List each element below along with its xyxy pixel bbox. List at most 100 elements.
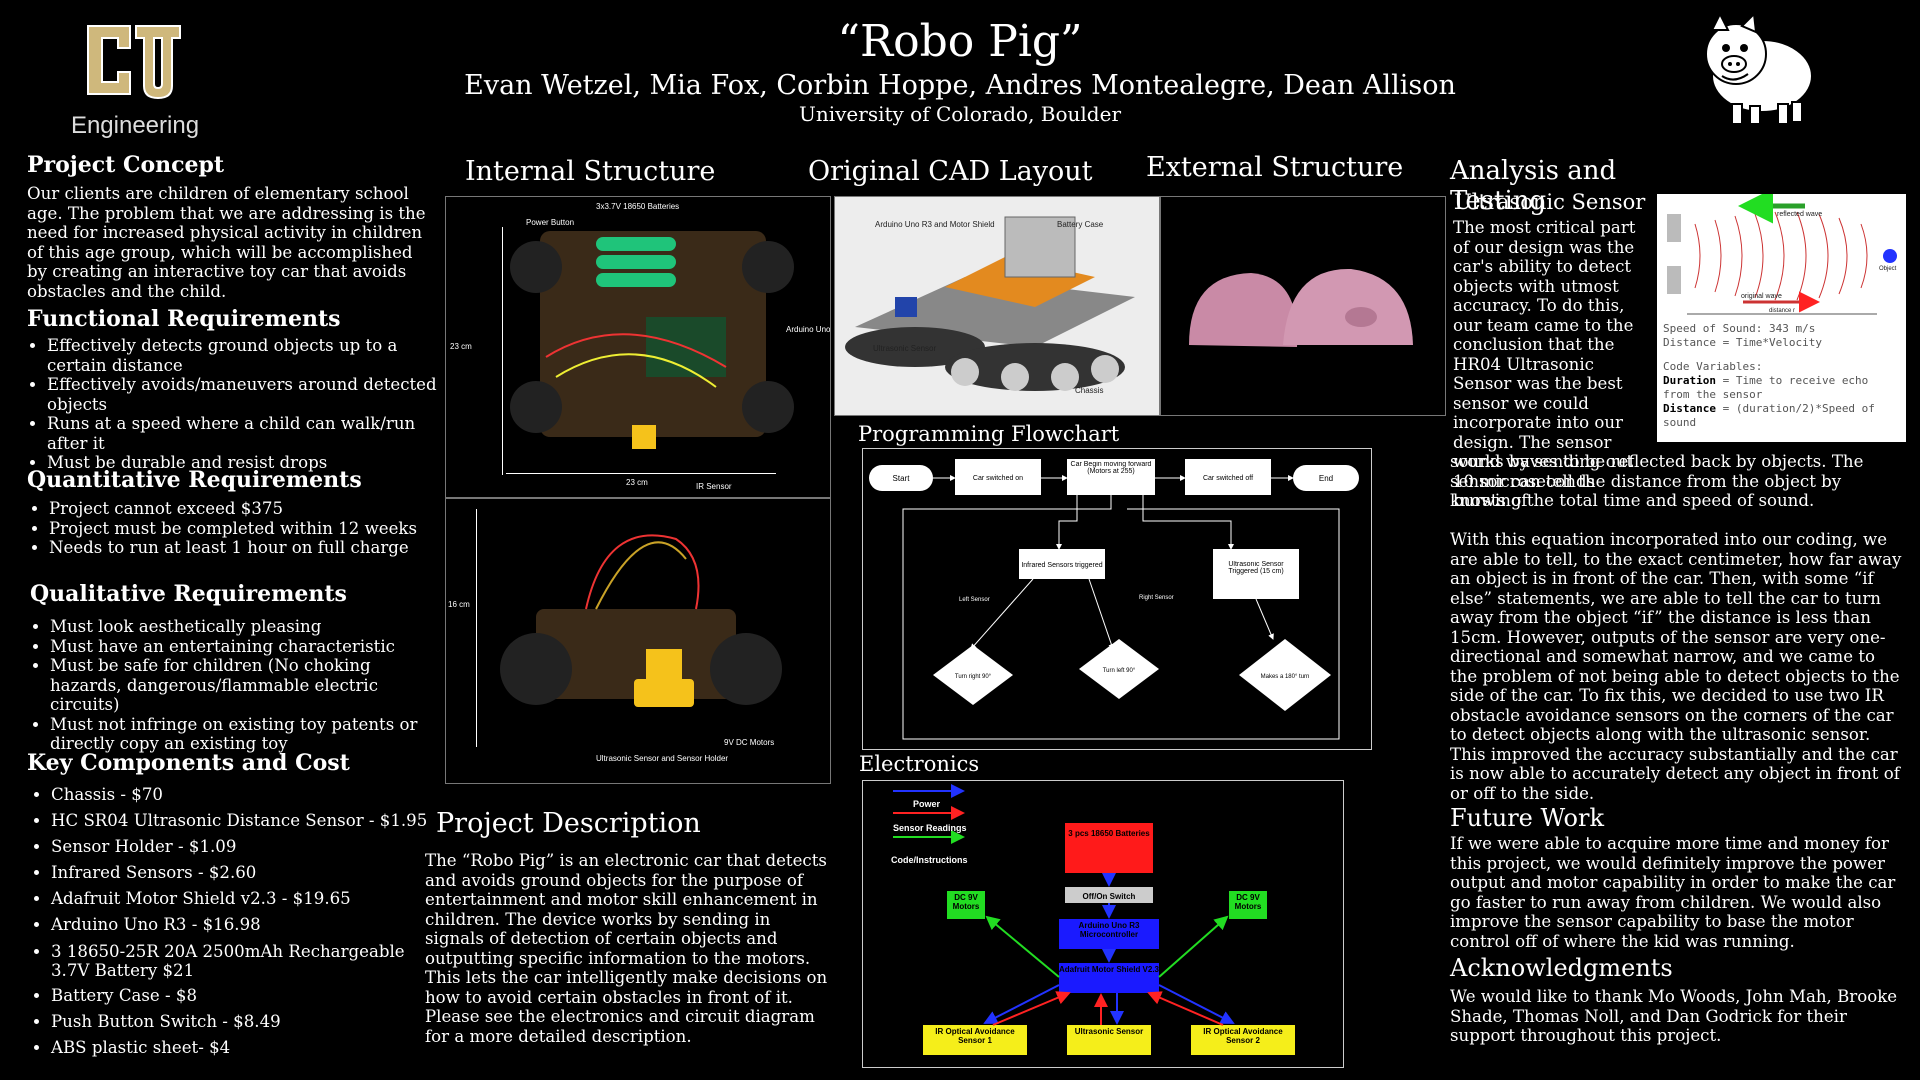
list-item: HC SR04 Ultrasonic Distance Sensor - $1.…: [51, 808, 437, 834]
concept-section: Project Concept Our clients are children…: [27, 152, 427, 301]
label-cad-arduino: Arduino Uno R3 and Motor Shield: [875, 220, 995, 229]
code-variables-label: Code Variables:: [1663, 360, 1763, 373]
list-item: Must be durable and resist drops: [47, 453, 437, 473]
analysis-text-narrow: The most critical part of our design was…: [1453, 218, 1636, 510]
list-item: Must not infringe on existing toy patent…: [50, 715, 440, 754]
label-original-wave: original wave: [1741, 293, 1782, 300]
analysis-subheading: Ultrasonic Sensor: [1454, 190, 1646, 214]
duration-value: = Time to receive echo from the sensor: [1663, 374, 1869, 401]
block-shield: Adafruit Motor Shield V2.3: [1059, 965, 1159, 974]
ultrasonic-diagram: reflected wave original wave distance r …: [1657, 194, 1906, 442]
ack-text: We would like to thank Mo Woods, John Ma…: [1450, 987, 1898, 1045]
flowchart-diagram: Start Car switched on Car Begin moving f…: [862, 448, 1372, 750]
flow-end: End: [1319, 474, 1333, 483]
analysis-heading: Analysis and Testing: [1450, 156, 1617, 216]
list-item: Arduino Uno R3 - $16.98: [51, 912, 437, 938]
label-distance-r: distance r: [1769, 308, 1795, 314]
university-logo: Engineering: [60, 12, 210, 142]
label-dimension-vertical: 23 cm: [450, 342, 472, 351]
label-cad-ultrasonic: Ultrasonic Sensor: [873, 344, 936, 353]
internal-top-photo: Power Button 3x3.7V 18650 Batteries Ardu…: [445, 196, 893, 498]
duration-definition: Duration = Time to receive echo from the…: [1663, 374, 1900, 402]
label-cad-battery: Battery Case: [1057, 220, 1104, 229]
logo-text: Engineering: [70, 112, 200, 139]
block-ultrasonic: Ultrasonic Sensor: [1074, 1027, 1144, 1036]
distance-definition: Distance = (duration/2)*Speed of sound: [1663, 402, 1900, 430]
flow-turn-right: Turn right 90°: [955, 674, 992, 680]
flow-infrared: Infrared Sensors triggered: [1021, 562, 1102, 569]
flow-forward: Car Begin moving forward (Motors at 255): [1070, 461, 1152, 475]
label-ir-sensor: IR Sensor: [696, 482, 732, 491]
list-item: Battery Case - $8: [51, 983, 437, 1009]
list-item: Must be safe for children (No choking ha…: [50, 656, 440, 715]
distance-value: = (duration/2)*Speed of sound: [1663, 402, 1875, 429]
list-item: Project must be completed within 12 week…: [49, 519, 437, 539]
block-arduino: Arduino Uno R3 Microcontroller: [1078, 921, 1140, 939]
future-text: If we were able to acquire more time and…: [1450, 834, 1896, 951]
block-switch: Off/On Switch: [1083, 892, 1136, 901]
label-reflected-wave: reflected wave: [1777, 211, 1822, 218]
concept-text: Our clients are children of elementary s…: [27, 184, 426, 301]
poster-affiliation: University of Colorado, Boulder: [798, 102, 1122, 126]
list-item: Chassis - $70: [51, 782, 437, 808]
cad-image: Arduino Uno R3 and Motor Shield Battery …: [834, 196, 1160, 416]
flow-ultrasonic: Ultrasonic Sensor Triggered (15 cm): [1228, 561, 1284, 575]
analysis-text-wide: sound waves to be reflected back by obje…: [1450, 452, 1864, 510]
flow-car-on: Car switched on: [973, 475, 1023, 482]
concept-heading: Project Concept: [27, 152, 225, 178]
ack-heading: Acknowledgments: [1450, 954, 1673, 982]
block-batteries: 3 pcs 18650 Batteries: [1068, 829, 1150, 838]
legend-code: Code/Instructions: [891, 855, 968, 865]
electronics-diagram: Power Sensor Readings Code/Instructions …: [862, 780, 1344, 1068]
block-ir-2: IR Optical Avoidance Sensor 2: [1203, 1027, 1283, 1045]
flowchart-heading: Programming Flowchart: [858, 422, 1120, 446]
flow-car-off: Car switched off: [1203, 475, 1253, 482]
label-dc-motors: 9V DC Motors: [724, 738, 774, 747]
list-item: 3 18650-25R 20A 2500mAh Rechargeable 3.7…: [51, 938, 437, 983]
block-ir-1: IR Optical Avoidance Sensor 1: [935, 1027, 1015, 1045]
legend-sensor: Sensor Readings: [893, 823, 967, 833]
label-power-button: Power Button: [526, 218, 574, 227]
list-item: Must look aesthetically pleasing: [50, 617, 440, 637]
list-item: Must have an entertaining characteristic: [50, 637, 440, 657]
functional-list: Effectively detects ground objects up to…: [27, 336, 437, 473]
qualitative-section: Qualitative Requirements Must look aesth…: [30, 581, 440, 754]
cad-heading: Original CAD Layout: [808, 156, 1093, 187]
quantitative-section: Quantitative Requirements Project cannot…: [27, 467, 437, 558]
label-ultrasonic-holder: Ultrasonic Sensor and Sensor Holder: [596, 754, 728, 763]
duration-key: Duration: [1663, 374, 1716, 387]
list-item: ABS plastic sheet- $4: [51, 1035, 437, 1061]
internal-heading: Internal Structure: [465, 156, 716, 187]
label-cad-chassis: Chassis: [1075, 386, 1103, 395]
legend-power: Power: [913, 799, 941, 809]
list-item: Adafruit Motor Shield v2.3 - $19.65: [51, 886, 437, 912]
external-image: [1160, 196, 1446, 416]
flow-turn-left: Turn left 90°: [1103, 668, 1136, 674]
qualitative-heading: Qualitative Requirements: [30, 581, 347, 607]
list-item: Sensor Holder - $1.09: [51, 834, 437, 860]
electronics-heading: Electronics: [859, 752, 980, 776]
label-batteries: 3x3.7V 18650 Batteries: [596, 202, 679, 211]
flow-right-sensor: Right Sensor: [1139, 595, 1174, 601]
list-item: Effectively avoids/maneuvers around dete…: [47, 375, 437, 414]
distance-formula-line: Distance = Time*Velocity: [1663, 336, 1822, 349]
flow-turn-180: Makes a 180° turn: [1261, 674, 1310, 680]
functional-section: Functional Requirements Effectively dete…: [27, 306, 437, 473]
internal-bottom-photo: 16 cm Ultrasonic Sensor and Sensor Holde…: [445, 498, 831, 784]
label-arduino-shield: Arduino Uno and Motor Shield: [786, 325, 830, 334]
block-motor-right: DC 9V Motors: [1234, 893, 1262, 911]
description-text: The “Robo Pig” is an electronic car that…: [425, 851, 828, 1046]
list-item: Project cannot exceed $375: [49, 499, 437, 519]
qualitative-list: Must look aesthetically pleasing Must ha…: [30, 617, 440, 754]
list-item: Infrared Sensors - $2.60: [51, 860, 437, 886]
quantitative-heading: Quantitative Requirements: [27, 467, 362, 493]
description-heading: Project Description: [436, 808, 701, 839]
components-heading: Key Components and Cost: [27, 750, 350, 776]
functional-heading: Functional Requirements: [27, 306, 341, 332]
speed-of-sound-line: Speed of Sound: 343 m/s: [1663, 322, 1816, 335]
list-item: Runs at a speed where a child can walk/r…: [47, 414, 437, 453]
flow-start: Start: [893, 474, 911, 483]
poster-authors: Evan Wetzel, Mia Fox, Corbin Hoppe, Andr…: [464, 70, 1456, 101]
list-item: Effectively detects ground objects up to…: [47, 336, 437, 375]
block-motor-left: DC 9V Motors: [952, 893, 980, 911]
